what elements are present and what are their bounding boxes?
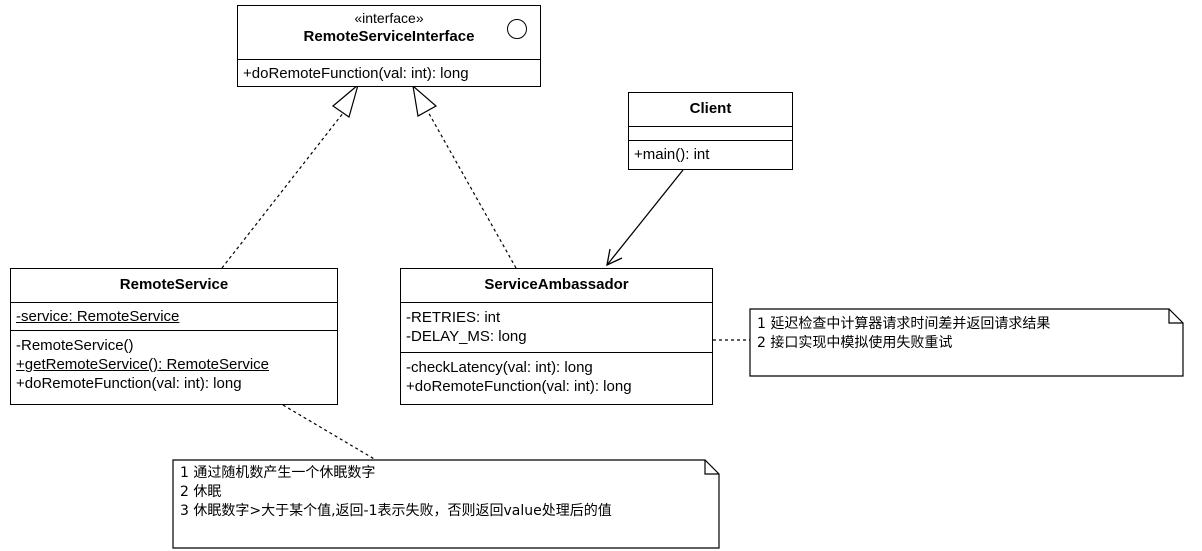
interface-circle-icon [507,19,527,39]
note-remote-service: 1 通过随机数产生一个休眠数字 2 休眠 3 休眠数字>大于某个值,返回-1表示… [180,464,612,521]
class-remote-service-interface: «interface» RemoteServiceInterface +doRe… [237,5,541,87]
realization-arrowhead-remote-service [332,83,360,118]
realization-remote-service [221,107,348,269]
association-client-ambassador [606,169,684,266]
note-ambassador-shape [749,308,1184,377]
class-name: Client [689,100,732,117]
attribute-item: -service: RemoteService [16,308,180,325]
method-item: +doRemoteFunction(val: int): long [16,375,242,392]
realization-service-ambassador [426,109,517,269]
stereotype-label: «interface» [354,10,424,26]
note-line: 2 接口实现中模拟使用失败重试 [757,335,953,351]
attribute-item: -DELAY_MS: long [406,328,527,345]
note-line: 2 休眠 [180,484,222,500]
note-anchor-remote-service [282,404,377,461]
association-arrowhead [606,248,623,267]
note-ambassador: 1 延迟检查中计算器请求时间差并返回请求结果 2 接口实现中模拟使用失败重试 [757,315,1050,353]
method-item: +doRemoteFunction(val: int): long [243,65,469,82]
method-item: -checkLatency(val: int): long [406,359,593,376]
realization-arrowhead-service-ambassador [412,84,438,117]
class-service-ambassador: ServiceAmbassador -RETRIES: int -DELAY_M… [400,268,713,405]
class-client: Client +main(): int [628,92,793,170]
note-ambassador-fold [1168,309,1183,324]
note-line: 1 通过随机数产生一个休眠数字 [180,465,376,481]
attribute-item: -RETRIES: int [406,309,501,326]
class-name: RemoteServiceInterface [303,28,475,45]
note-remote-service-fold [704,460,719,475]
note-remote-service-shape [172,459,720,549]
method-item: +doRemoteFunction(val: int): long [406,378,632,395]
method-item: +getRemoteService(): RemoteService [16,356,270,373]
method-item: -RemoteService() [16,337,134,354]
class-remote-service: RemoteService -service: RemoteService -R… [10,268,338,405]
note-line: 3 休眠数字>大于某个值,返回-1表示失败，否则返回value处理后的值 [180,503,612,519]
method-item: +main(): int [634,146,710,163]
attributes-section [629,126,792,140]
note-line: 1 延迟检查中计算器请求时间差并返回请求结果 [757,316,1051,332]
class-name: ServiceAmbassador [484,276,629,293]
class-name: RemoteService [119,276,229,293]
